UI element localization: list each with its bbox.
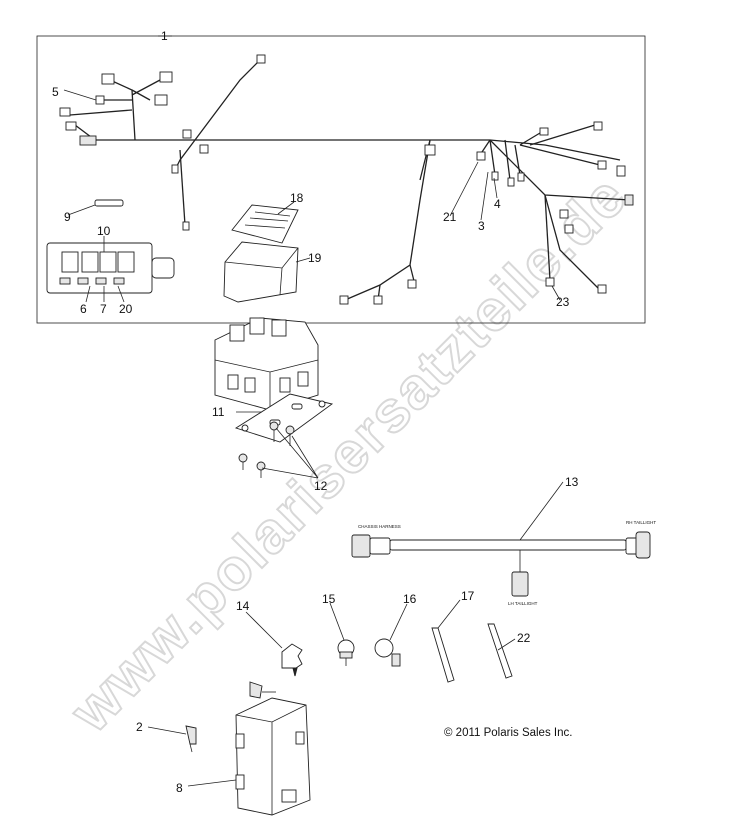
callout-8: 8 — [176, 781, 183, 795]
callout-13: 13 — [565, 475, 579, 489]
copyright-notice: © 2011 Polaris Sales Inc. — [444, 727, 572, 739]
rh-taillight-label: RH TAILLIGHT — [626, 520, 656, 525]
cable-tie-22 — [487, 623, 513, 679]
chassis-harness-label: CHASSIS HARNESS — [358, 524, 401, 529]
callout-14: 14 — [236, 599, 250, 613]
cable-tie-17 — [431, 627, 455, 683]
callout-10: 10 — [97, 224, 111, 238]
lh-taillight-label: LH TAILLIGHT — [508, 601, 538, 606]
harness-assembly-frame — [36, 35, 646, 324]
callout-16: 16 — [403, 592, 417, 606]
clip-16 — [374, 638, 401, 667]
callout-2: 2 — [136, 720, 143, 734]
callout-4: 4 — [494, 197, 501, 211]
label-sheet — [231, 204, 299, 244]
item-9-connector — [94, 199, 124, 207]
clip-15 — [337, 639, 355, 666]
fuse-box-cover — [223, 241, 299, 303]
callout-9: 9 — [64, 210, 71, 224]
callout-1: 1 — [161, 29, 168, 43]
harness-clip-14 — [281, 643, 303, 677]
callout-18: 18 — [290, 191, 304, 205]
screw-2 — [185, 725, 197, 753]
callout-15: 15 — [322, 592, 336, 606]
callout-5: 5 — [52, 85, 59, 99]
callout-17: 17 — [461, 589, 475, 603]
callout-12: 12 — [314, 479, 328, 493]
screw-top — [249, 681, 276, 699]
callouts: 1 2 3 4 5 6 7 8 9 10 11 12 13 14 15 16 1… — [52, 29, 579, 795]
callout-6: 6 — [80, 302, 87, 316]
fuse-relay-box — [46, 242, 175, 294]
taillight-harness: CHASSIS HARNESS RH TAILLIGHT LH TAILLIGH… — [351, 520, 656, 606]
control-module — [235, 697, 311, 816]
callout-20: 20 — [119, 302, 133, 316]
main-wire-harness — [59, 54, 634, 305]
callout-11: 11 — [212, 405, 225, 419]
callout-23: 23 — [556, 295, 570, 309]
fasteners — [238, 421, 295, 478]
callout-22: 22 — [517, 631, 531, 645]
callout-7: 7 — [100, 302, 107, 316]
leader-lines — [63, 35, 564, 787]
relay-center — [214, 317, 319, 411]
callout-21: 21 — [443, 210, 457, 224]
callout-19: 19 — [308, 251, 322, 265]
callout-3: 3 — [478, 219, 485, 233]
